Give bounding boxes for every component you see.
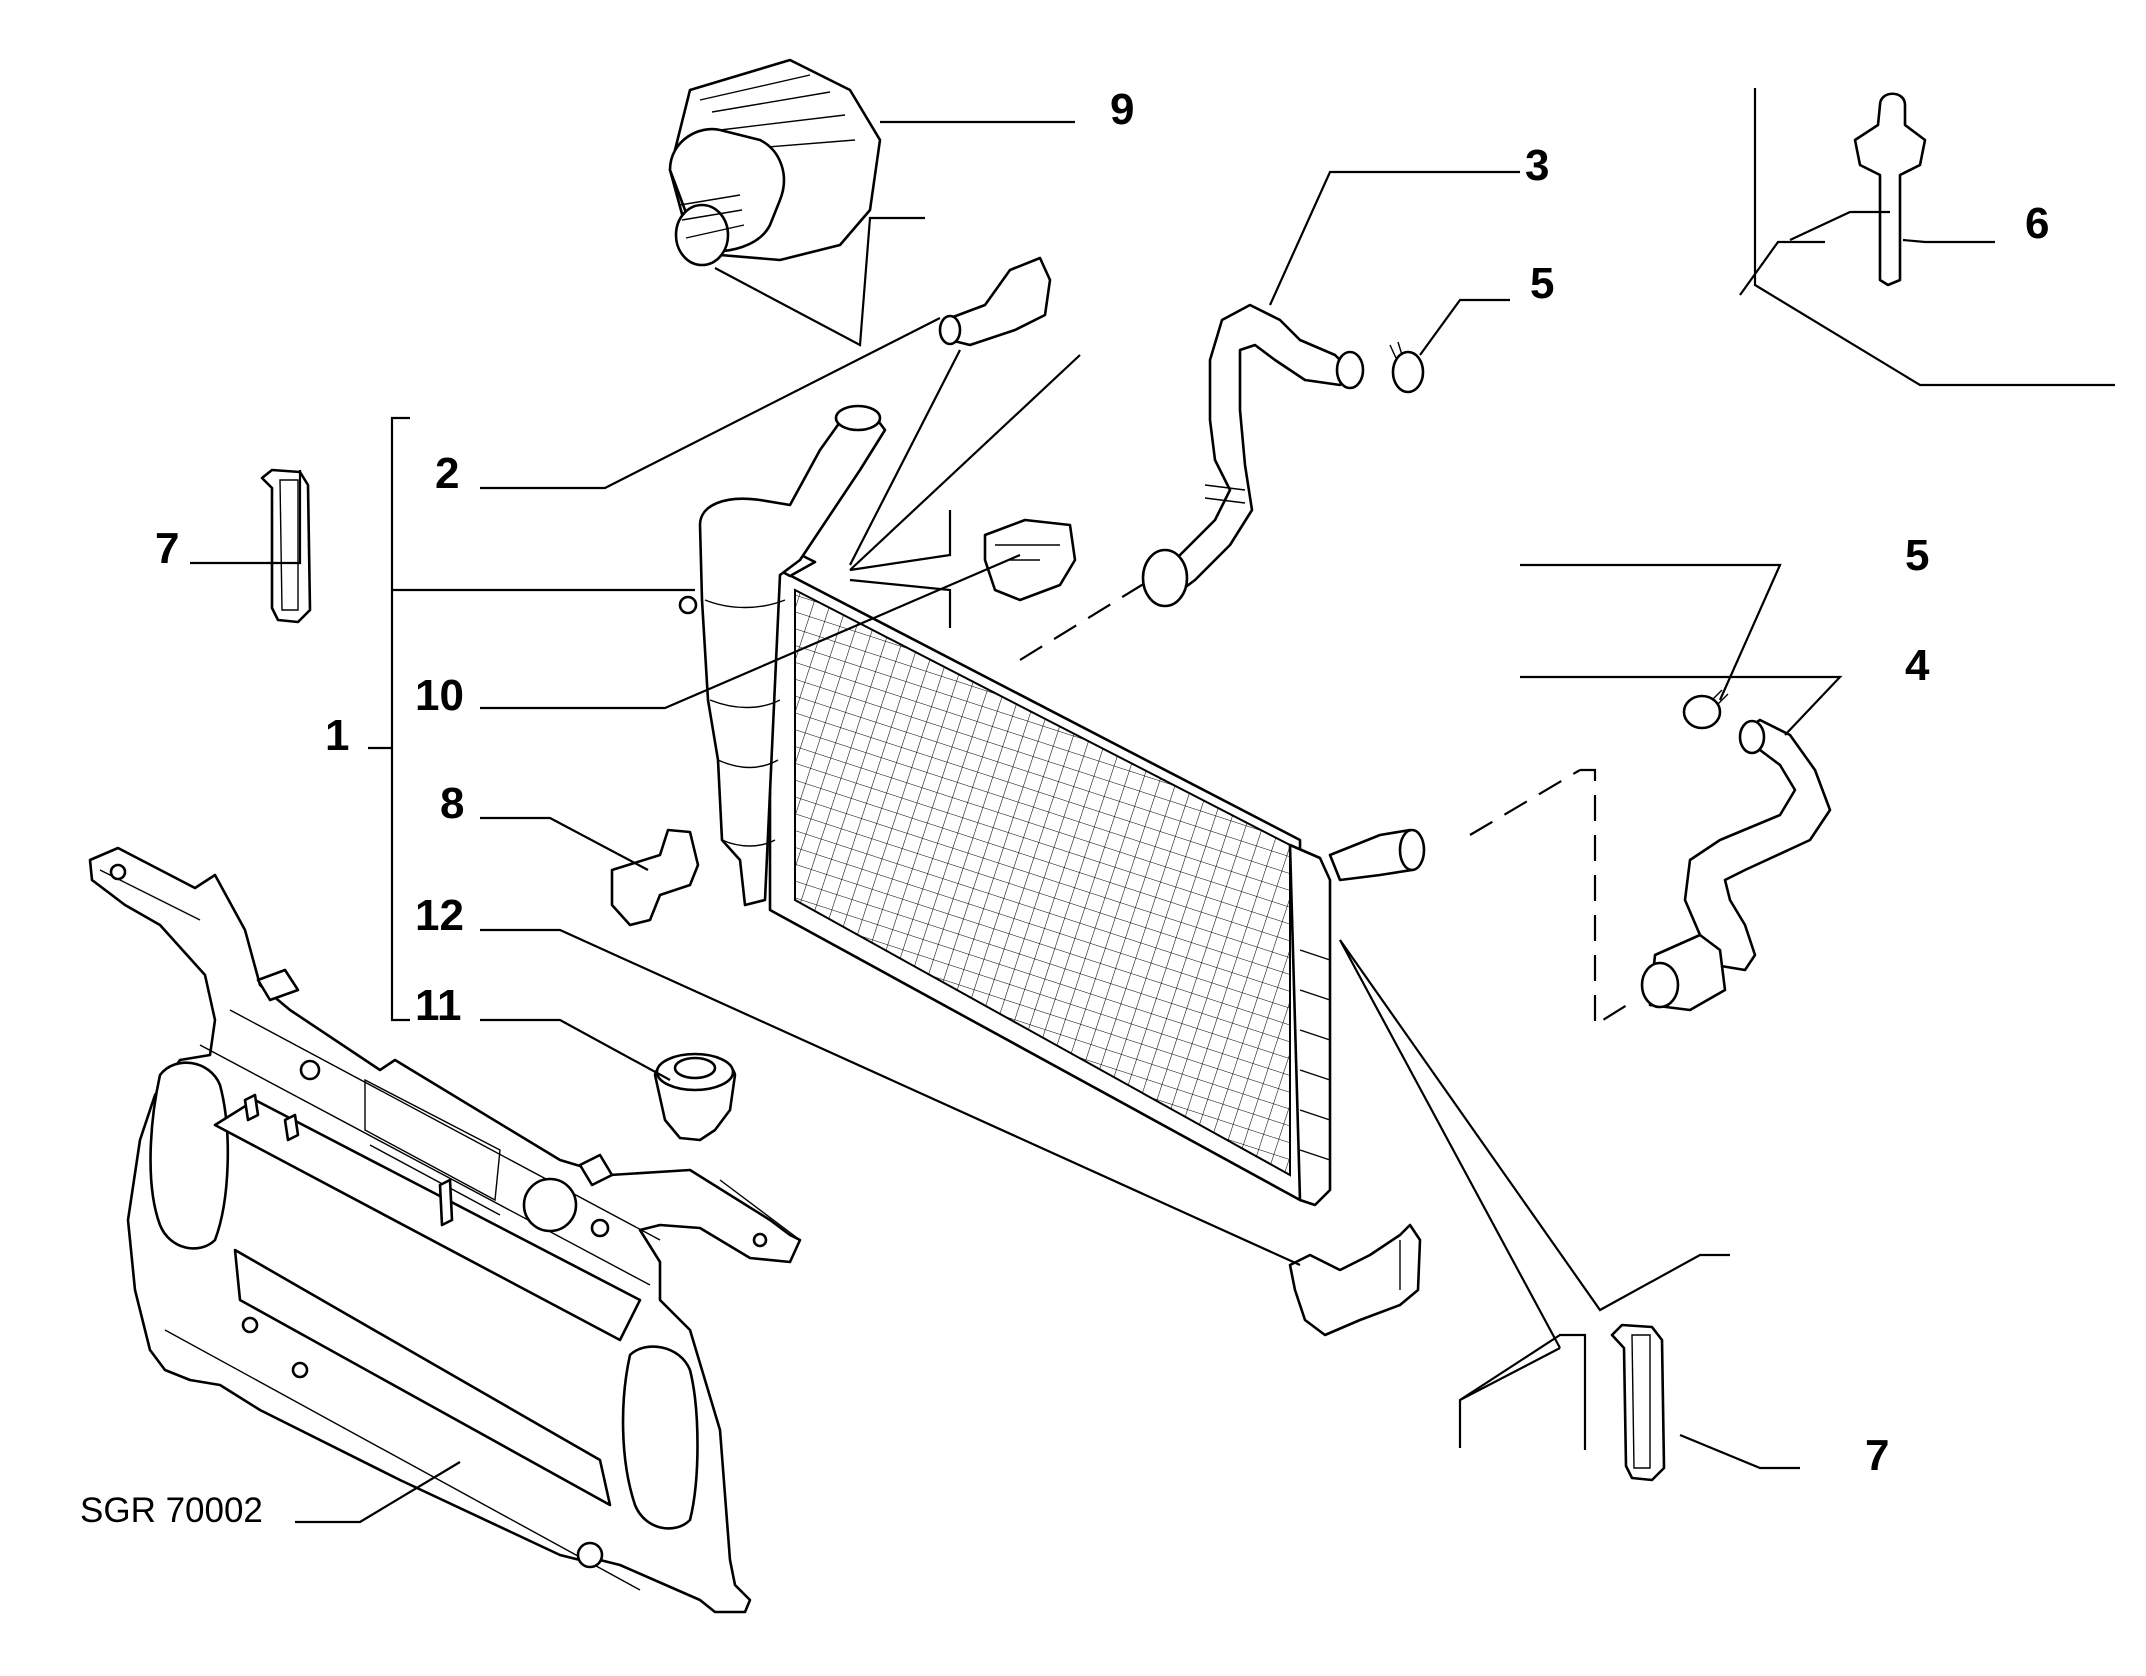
lower-hose [1640, 718, 1832, 1012]
hose-clamp-lower [1682, 689, 1729, 730]
callout-5-upper: 5 [1530, 259, 1554, 308]
callout-12: 12 [415, 891, 464, 940]
callout-7-right: 7 [1865, 1431, 1889, 1480]
callout-7-left: 7 [155, 524, 179, 573]
callout-10: 10 [415, 671, 464, 720]
leader-lines [190, 88, 2115, 1524]
upper-hose [1141, 303, 1365, 608]
tank-cap [668, 58, 882, 267]
callout-4: 4 [1905, 641, 1930, 690]
front-panel-frame [88, 846, 802, 1614]
reference-code: SGR 70002 [80, 1491, 263, 1530]
push-rivet [1853, 92, 1927, 287]
callout-1: 1 [325, 711, 349, 760]
side-seal-left [260, 468, 312, 624]
callout-6: 6 [2025, 199, 2049, 248]
expansion-tank [678, 404, 887, 907]
radiator-assembly [768, 550, 1426, 1207]
drain-plug [653, 1052, 737, 1142]
callouts: 9 3 5 6 2 7 10 5 4 1 8 12 11 7 SGR 70002 [80, 85, 2049, 1530]
callout-11: 11 [415, 981, 462, 1030]
callout-2: 2 [435, 449, 459, 498]
hose-fitting [938, 256, 1052, 347]
hose-clamp-upper [1389, 341, 1425, 394]
callout-9: 9 [1110, 85, 1134, 134]
clip [983, 518, 1077, 602]
callout-8: 8 [440, 779, 464, 828]
lower-bracket [1288, 1223, 1422, 1337]
callout-3: 3 [1525, 141, 1549, 190]
mounting-bracket [610, 828, 700, 927]
callout-5-lower: 5 [1905, 531, 1929, 580]
side-seal-right [1610, 1323, 1666, 1482]
